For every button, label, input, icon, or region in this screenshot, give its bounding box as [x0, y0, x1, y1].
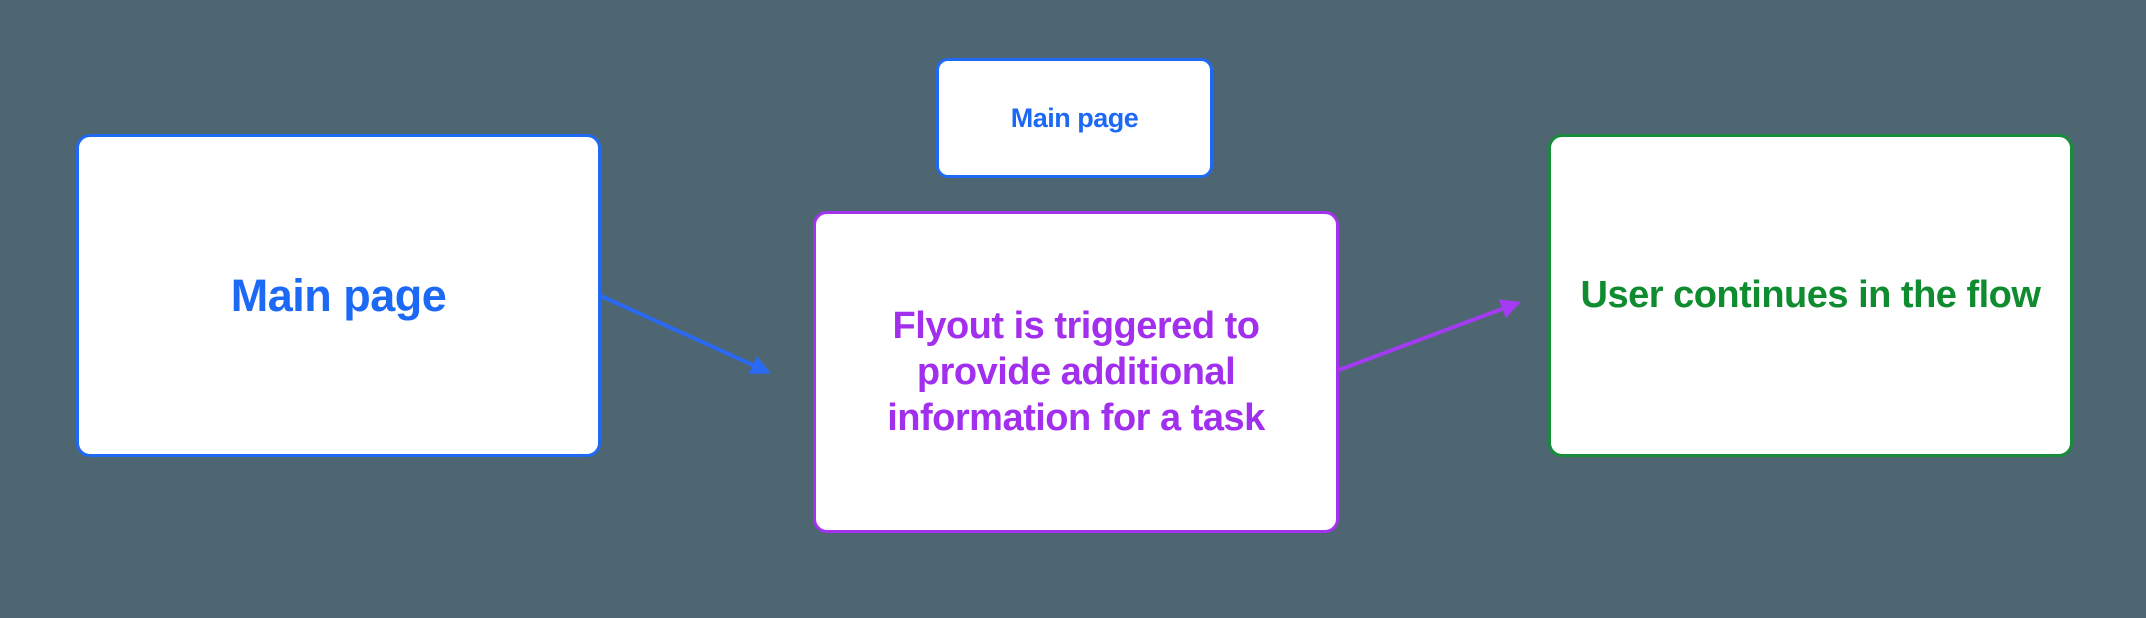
connector-main-to-flyout-arrow[interactable] — [600, 294, 771, 375]
connector-flyout-to-continue-arrow[interactable] — [1338, 299, 1521, 372]
node-flyout-label-line-3: information for a task — [887, 397, 1265, 439]
node-main-page-small-label: Main page — [1010, 102, 1139, 133]
node-flyout-label-line-1: Flyout is triggered to — [892, 305, 1260, 347]
node-main-page-small[interactable]: Main page — [936, 58, 1213, 178]
node-flyout-label: Flyout is triggered to provide additiona… — [816, 303, 1336, 441]
node-flyout-label-line-2: provide additional — [916, 351, 1236, 393]
node-flyout[interactable]: Flyout is triggered to provide additiona… — [813, 211, 1339, 533]
node-user-continues-label: User continues in the flow — [1580, 274, 2041, 316]
node-main-page[interactable]: Main page — [76, 134, 601, 457]
node-main-page-label: Main page — [230, 269, 447, 321]
node-user-continues[interactable]: User continues in the flow — [1548, 134, 2073, 457]
